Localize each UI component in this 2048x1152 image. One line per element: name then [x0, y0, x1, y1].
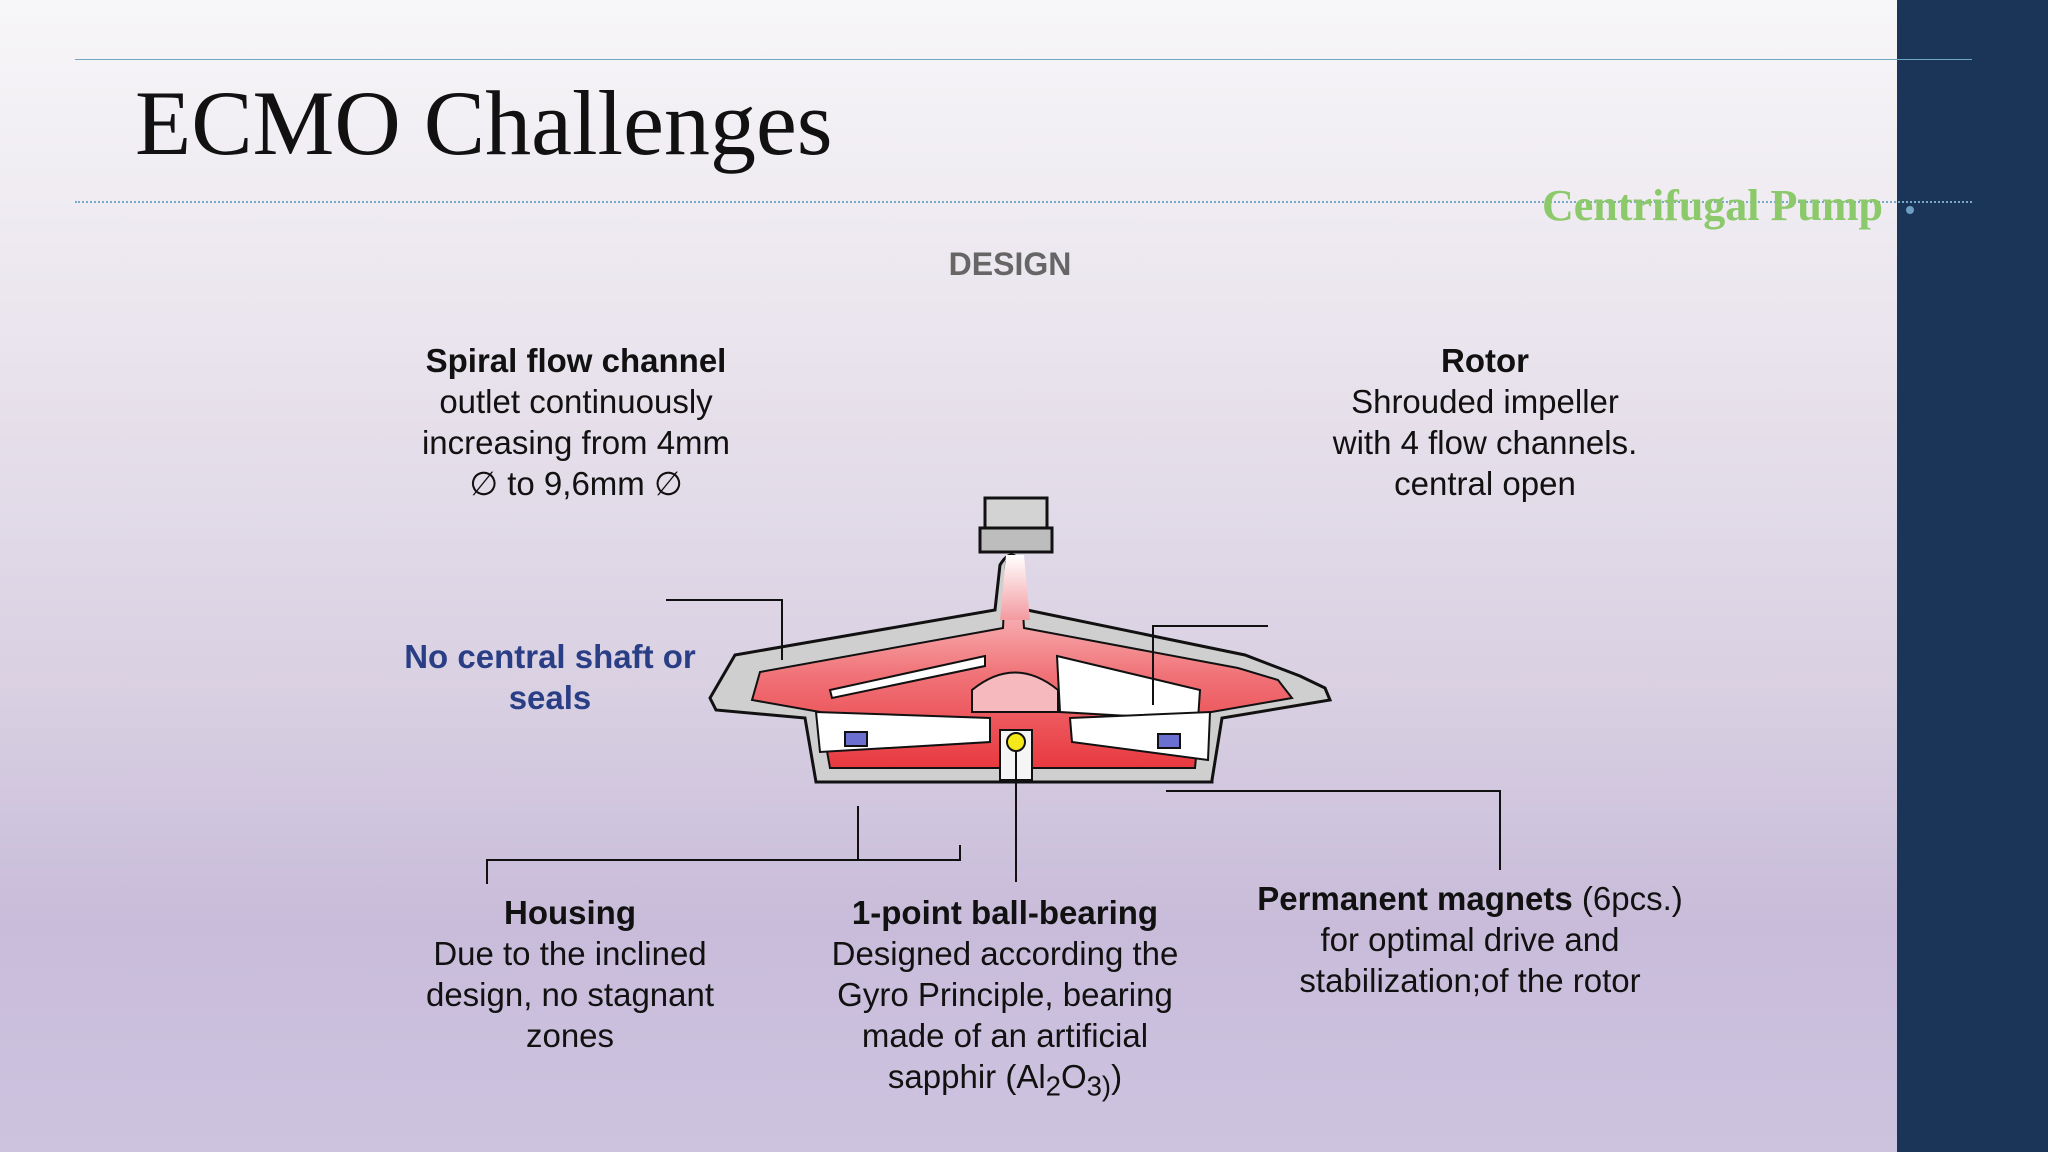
- sidebar-panel: [1897, 0, 2048, 1152]
- rotor-impeller: [814, 654, 1212, 762]
- section-heading: DESIGN: [948, 246, 1072, 282]
- slide-subtitle: Centrifugal Pump: [1542, 181, 1883, 230]
- magnet-right: [1157, 733, 1181, 749]
- slide-title: ECMO Challenges: [135, 72, 833, 174]
- magnet-left: [844, 731, 868, 747]
- leader-lines: [486, 599, 1501, 884]
- subtitle-bullet-icon: [1906, 206, 1914, 214]
- label-housing: Housing Due to the inclined design, no s…: [425, 894, 715, 1054]
- label-rotor: Rotor Shrouded impeller with 4 flow chan…: [1332, 342, 1638, 502]
- label-spiral-flow-channel: Spiral flow channel outlet continuously …: [421, 342, 731, 502]
- dotted-rule: [75, 201, 1972, 203]
- bearing-ball: [1006, 732, 1026, 752]
- label-permanent-magnets: Permanent magnets (6pcs.) for optimal dr…: [1257, 880, 1683, 999]
- label-no-central-shaft: No central shaft or seals: [404, 638, 696, 716]
- label-ball-bearing: 1-point ball-bearing Designed according …: [831, 894, 1179, 1102]
- top-rule: [75, 59, 1972, 60]
